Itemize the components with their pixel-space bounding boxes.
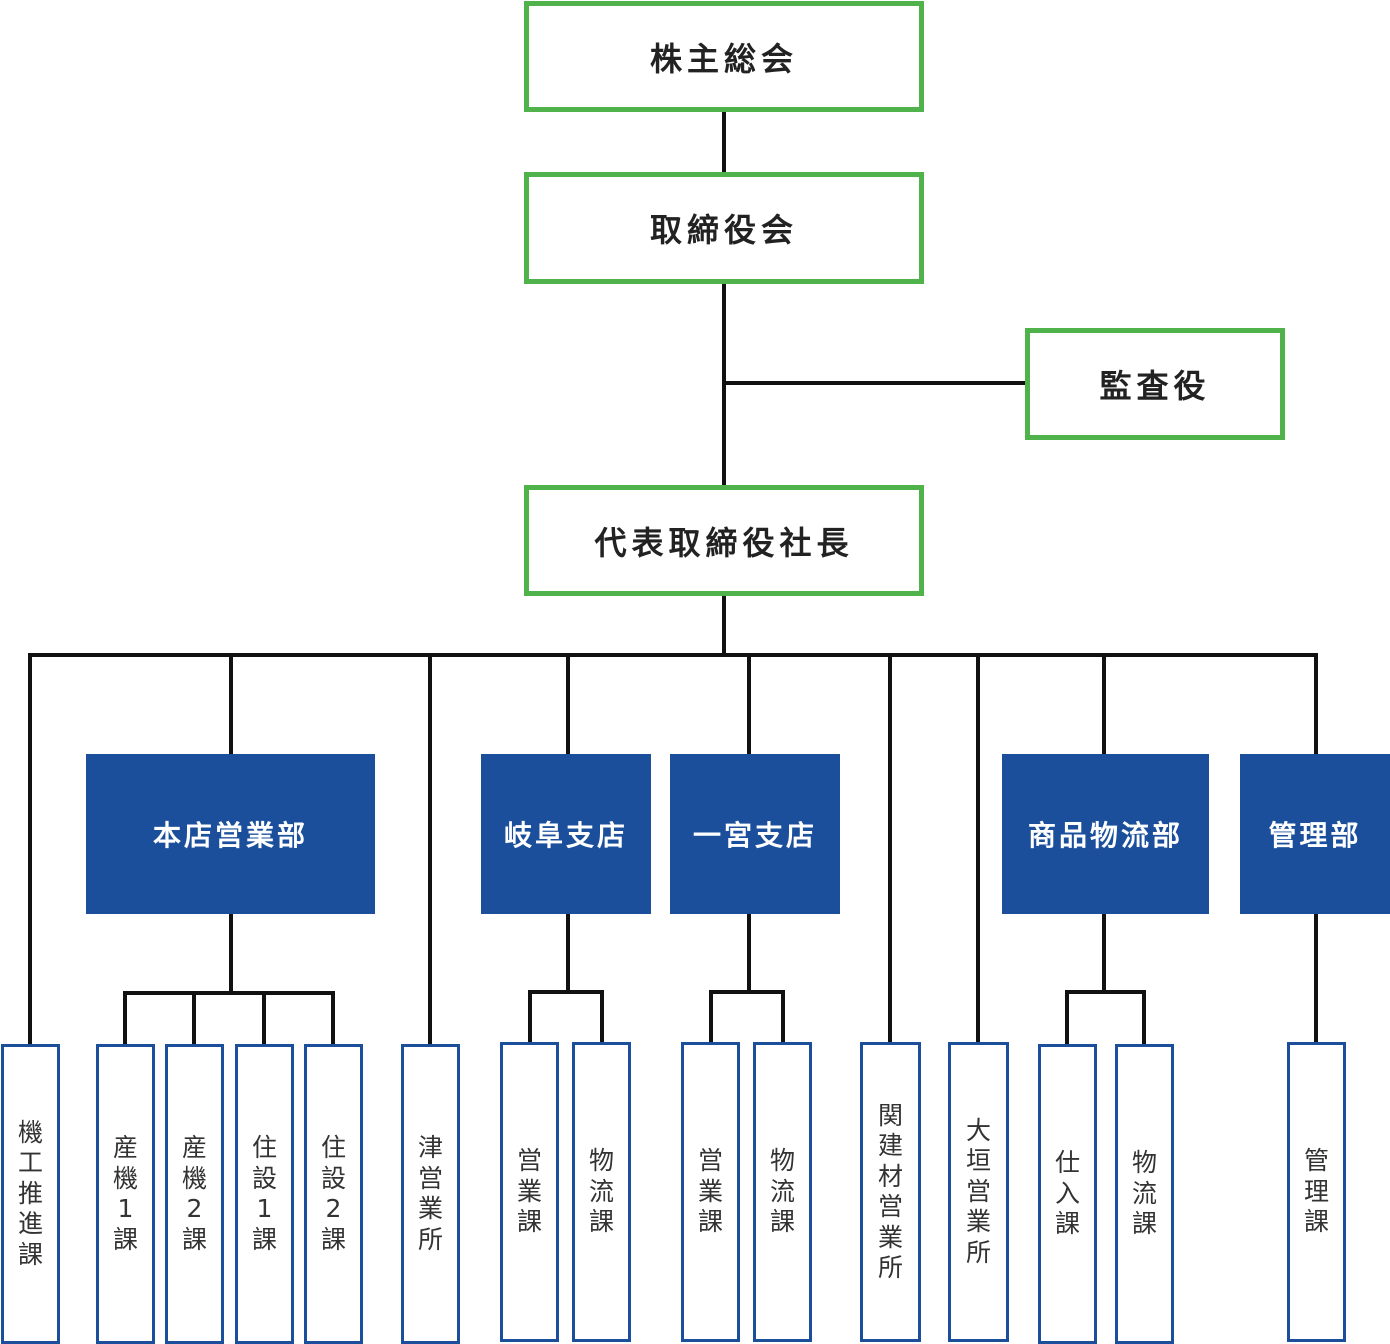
- section-logi-logi-label: 物流課: [1131, 1148, 1157, 1239]
- board-of-directors-label: 取締役会: [649, 211, 798, 249]
- section-gifu-logi: 物流課: [572, 1042, 631, 1342]
- dept-admin-label: 管理部: [1268, 819, 1362, 852]
- dept-gifu-label: 岐阜支店: [503, 819, 628, 852]
- shareholders-meeting-box: 株主総会: [524, 1, 924, 112]
- auditor-label: 監査役: [1099, 367, 1211, 405]
- dept-honten: 本店営業部: [86, 754, 375, 914]
- section-kiko: 機工推進課: [1, 1044, 60, 1344]
- section-ogaki: 大垣営業所: [948, 1042, 1009, 1342]
- section-kanken: 関建材営業所: [860, 1042, 921, 1342]
- president-label: 代表取締役社長: [594, 523, 854, 562]
- dept-ichinomiya-label: 一宮支店: [692, 819, 817, 852]
- section-kiko-label: 機工推進課: [17, 1117, 43, 1269]
- section-shiire-label: 仕入課: [1054, 1148, 1080, 1239]
- section-ichi-sales-label: 営業課: [697, 1146, 723, 1237]
- section-logi-logi: 物流課: [1115, 1044, 1174, 1344]
- section-tsu-label: 津営業所: [417, 1133, 443, 1254]
- section-ichi-sales: 営業課: [681, 1042, 740, 1342]
- section-sanki1: 産機1課: [96, 1044, 155, 1344]
- section-ichi-logi-label: 物流課: [769, 1146, 795, 1237]
- section-jusetsu2-label: 住設2課: [320, 1133, 346, 1254]
- section-gifu-sales-label: 営業課: [516, 1146, 542, 1237]
- section-ichi-logi: 物流課: [753, 1042, 812, 1342]
- dept-admin: 管理部: [1240, 754, 1390, 914]
- section-kanken-label: 関建材営業所: [877, 1100, 903, 1283]
- president-box: 代表取締役社長: [524, 485, 924, 596]
- dept-logistics: 商品物流部: [1002, 754, 1209, 914]
- section-shiire: 仕入課: [1038, 1044, 1097, 1344]
- section-tsu: 津営業所: [401, 1044, 460, 1344]
- section-jusetsu2: 住設2課: [304, 1044, 363, 1344]
- dept-honten-label: 本店営業部: [152, 819, 308, 852]
- section-jusetsu1: 住設1課: [235, 1044, 294, 1344]
- section-jusetsu1-label: 住設1課: [251, 1133, 277, 1254]
- board-of-directors-box: 取締役会: [524, 172, 924, 284]
- shareholders-meeting-label: 株主総会: [649, 39, 798, 78]
- section-kanri-label: 管理課: [1303, 1146, 1329, 1237]
- section-gifu-logi-label: 物流課: [588, 1146, 614, 1237]
- section-gifu-sales: 営業課: [500, 1042, 559, 1342]
- auditor-box: 監査役: [1025, 328, 1285, 440]
- section-sanki2: 産機2課: [165, 1044, 224, 1344]
- dept-gifu: 岐阜支店: [481, 754, 651, 914]
- section-sanki2-label: 産機2課: [181, 1133, 207, 1254]
- dept-logistics-label: 商品物流部: [1027, 819, 1183, 852]
- dept-ichinomiya: 一宮支店: [670, 754, 840, 914]
- section-sanki1-label: 産機1課: [112, 1133, 138, 1254]
- section-kanri: 管理課: [1287, 1042, 1346, 1342]
- section-ogaki-label: 大垣営業所: [965, 1115, 991, 1267]
